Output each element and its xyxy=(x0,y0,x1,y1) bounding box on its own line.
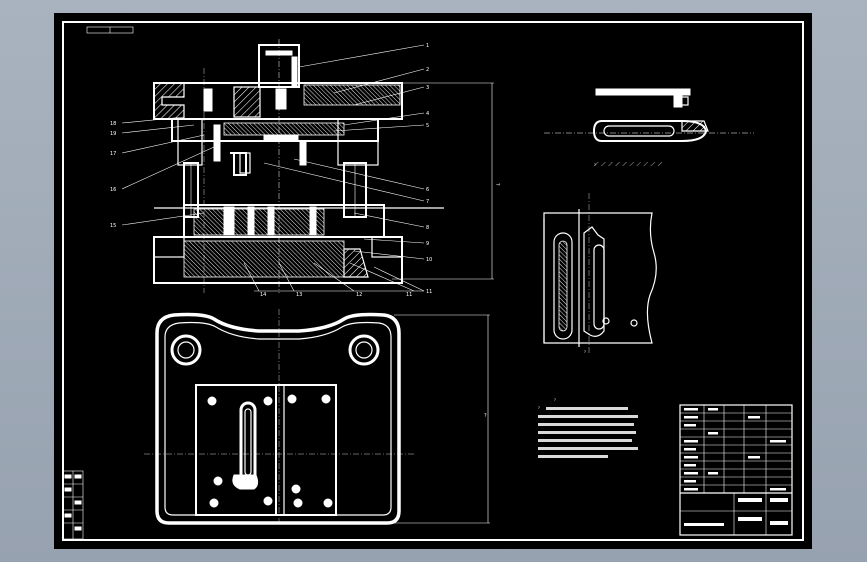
tech-notes: ? ? xyxy=(538,398,638,458)
part-numbers-bottom: 14 13 12 11 xyxy=(260,292,412,298)
part-no: 9 xyxy=(426,241,429,247)
part-no: 6 xyxy=(426,187,429,193)
part-numbers-left: 18 19 17 16 15 xyxy=(110,121,116,229)
part-no: 11 xyxy=(426,289,432,295)
leaders-right xyxy=(263,44,425,292)
guide-hole-left xyxy=(170,334,202,366)
plan-screws xyxy=(207,394,333,508)
part-no: 11 xyxy=(406,292,412,298)
plan-height-dim: ? xyxy=(484,413,487,419)
note-line: ? xyxy=(538,406,540,410)
part-no: 12 xyxy=(356,292,362,298)
part-no: 8 xyxy=(426,225,429,231)
leaders-bottom xyxy=(243,262,424,292)
notes-lines xyxy=(538,407,638,458)
lower-die-seat xyxy=(153,236,403,284)
part-no: 15 xyxy=(110,223,116,229)
section-view: ? 1 2 3 4 5 6 7 8 9 10 11 xyxy=(110,39,500,298)
part-no: 5 xyxy=(426,123,429,129)
part-no: 2 xyxy=(426,67,429,73)
section-height-dim: ? xyxy=(494,183,500,186)
part-no: 1 xyxy=(426,43,429,49)
part-no: 16 xyxy=(110,187,116,193)
title-block xyxy=(679,404,793,536)
layout-view: ? xyxy=(543,193,657,354)
leaders-left xyxy=(121,116,215,226)
part-numbers-right: 1 2 3 4 5 6 7 8 9 10 11 xyxy=(426,43,432,295)
strip-outline xyxy=(543,212,657,344)
part-no: 19 xyxy=(110,131,116,137)
part-no: 10 xyxy=(426,257,432,263)
guide-hole-right xyxy=(348,334,380,366)
part-no: 3 xyxy=(426,85,429,91)
drawing-canvas: ? 1 2 3 4 5 6 7 8 9 10 11 xyxy=(54,13,812,549)
part-no: 7 xyxy=(426,199,429,205)
part-no: 17 xyxy=(110,151,116,157)
plan-outline xyxy=(155,312,401,525)
title-block-rows xyxy=(680,412,792,535)
cad-drawing: ? 1 2 3 4 5 6 7 8 9 10 11 xyxy=(62,21,804,541)
drawing-border xyxy=(62,21,804,541)
title-block-text xyxy=(684,408,788,526)
notes-title: ? xyxy=(554,398,556,402)
part-view: ? xyxy=(544,88,754,167)
part-no: 18 xyxy=(110,121,116,127)
layout-caption: ? xyxy=(584,350,586,354)
left-stamp-column xyxy=(62,470,84,540)
part-no: 4 xyxy=(426,111,429,117)
part-no: 14 xyxy=(260,292,266,298)
punch-slot xyxy=(239,401,257,483)
plan-view: ? xyxy=(144,309,490,525)
die-insert xyxy=(195,384,337,516)
part-no: 13 xyxy=(296,292,302,298)
